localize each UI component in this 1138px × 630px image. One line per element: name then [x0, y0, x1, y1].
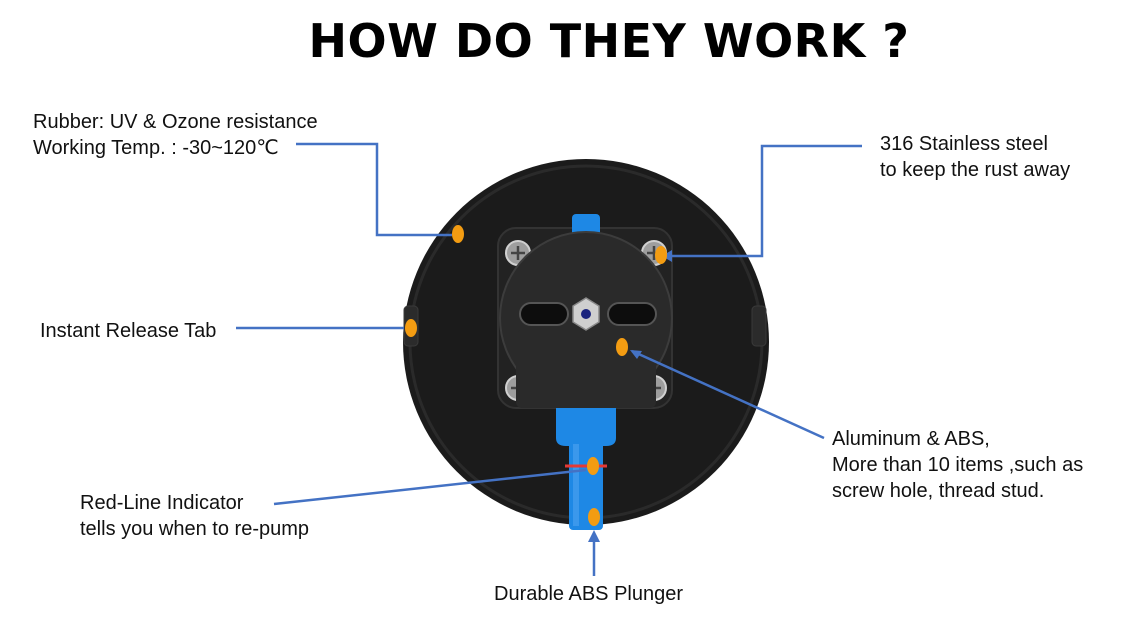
arrow-steel — [662, 250, 672, 262]
callout-release-tab-line1: Instant Release Tab — [40, 320, 217, 342]
arrow-aluminum — [630, 350, 642, 359]
slot-right — [607, 302, 657, 326]
callout-rubber-line2: Working Temp. : -30~120℃ — [33, 137, 279, 159]
callout-red-line: Red-Line Indicator tells you when to re-… — [80, 490, 309, 542]
callout-steel-line2: to keep the rust away — [880, 159, 1071, 181]
callout-rubber-line1: Rubber: UV & Ozone resistance — [33, 111, 318, 133]
leader-rubber — [296, 142, 452, 237]
callout-steel-line1: 316 Stainless steel — [880, 133, 1048, 155]
leader-arrowheads — [588, 250, 672, 542]
callout-rubber: Rubber: UV & Ozone resistance Working Te… — [33, 109, 318, 161]
page-title: HOW DO THEY WORK ? — [308, 14, 910, 68]
callout-steel: 316 Stainless steel to keep the rust awa… — [880, 131, 1070, 183]
leader-red-line — [273, 468, 587, 506]
callout-plunger: Durable ABS Plunger — [494, 581, 683, 607]
marker-plunger — [588, 508, 600, 526]
markers — [405, 225, 667, 526]
release-tab-right — [751, 305, 767, 347]
callout-release-tab: Instant Release Tab — [40, 318, 216, 344]
callout-red-line-line2: tells you when to re-pump — [80, 518, 310, 540]
callout-aluminum-line3: screw hole, thread stud. — [832, 480, 1045, 502]
callout-red-line-line1: Red-Line Indicator — [80, 492, 244, 514]
plunger-highlight — [573, 444, 579, 526]
marker-steel — [655, 246, 667, 264]
slot-left — [519, 302, 569, 326]
leader-lines — [236, 142, 862, 576]
marker-aluminum — [616, 338, 628, 356]
arrow-plunger — [588, 530, 600, 542]
leader-aluminum — [631, 349, 825, 440]
callout-aluminum: Aluminum & ABS, More than 10 items ,such… — [832, 426, 1083, 504]
hex-nut-hole — [581, 309, 591, 319]
callout-aluminum-line1: Aluminum & ABS, — [832, 428, 990, 450]
leader-steel — [664, 144, 862, 258]
hub-lower-block — [516, 330, 656, 408]
callout-aluminum-line2: More than 10 items ,such as — [832, 454, 1084, 476]
marker-red-line — [587, 457, 599, 475]
plunger-collar — [556, 408, 616, 446]
callout-plunger-line1: Durable ABS Plunger — [494, 583, 684, 605]
marker-rubber — [452, 225, 464, 243]
marker-release-tab — [405, 319, 417, 337]
